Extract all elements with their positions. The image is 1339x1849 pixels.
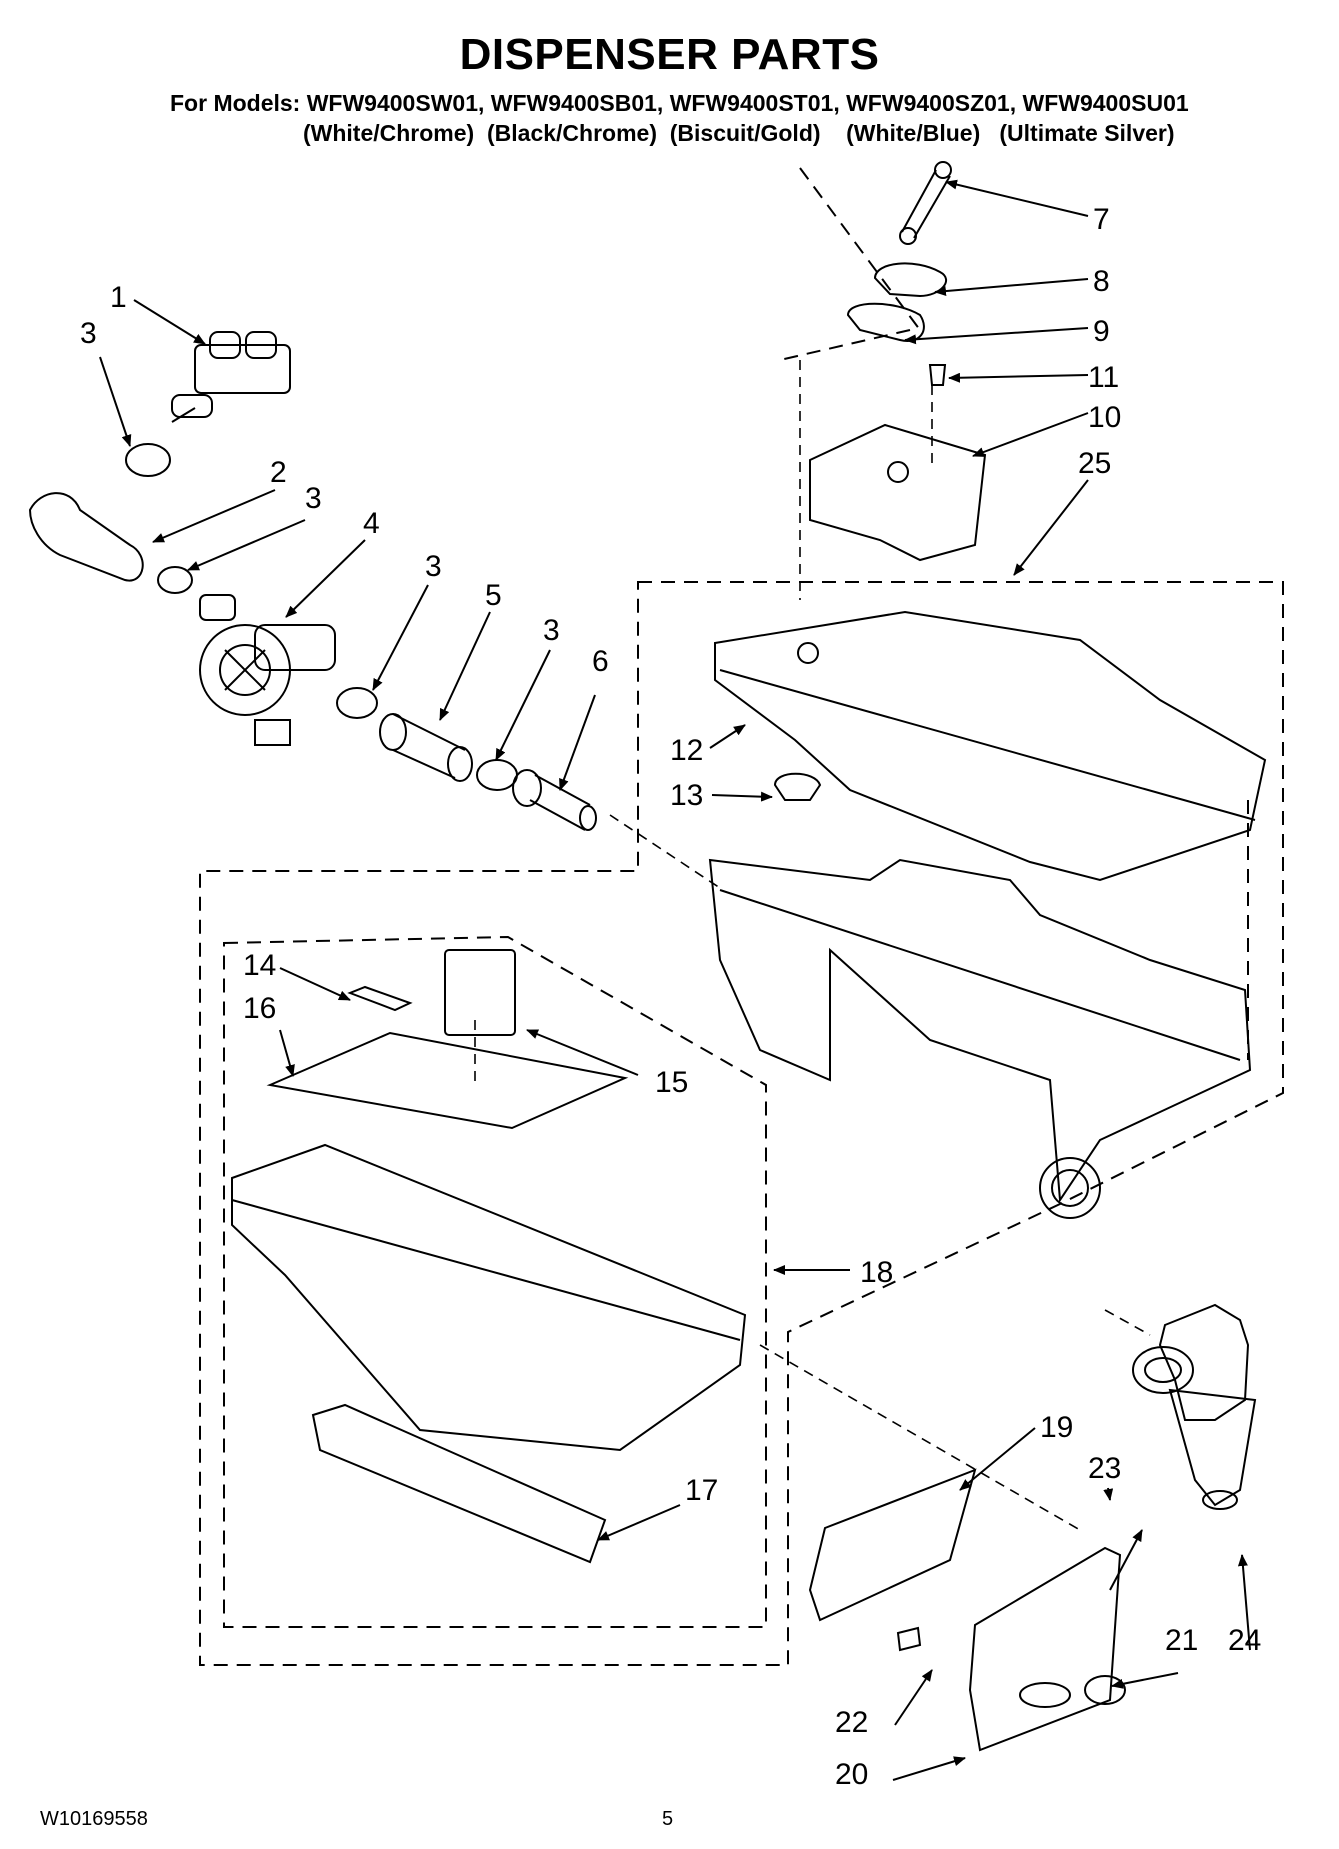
hose-tube bbox=[379, 713, 473, 782]
callout-3: 3 bbox=[425, 550, 442, 583]
handle-badge bbox=[1084, 1675, 1126, 1705]
document-number: W10169558 bbox=[40, 1808, 148, 1830]
callout-20: 20 bbox=[835, 1758, 868, 1791]
callout-22: 22 bbox=[835, 1706, 868, 1739]
callout-3: 3 bbox=[305, 482, 322, 515]
dispenser-handle bbox=[968, 1546, 1122, 1752]
mounting-bracket bbox=[808, 1468, 977, 1622]
actuator-housing bbox=[809, 423, 987, 562]
callout-6: 6 bbox=[592, 645, 609, 678]
callout-17: 17 bbox=[685, 1474, 718, 1507]
callout-18: 18 bbox=[860, 1256, 893, 1289]
callout-12: 12 bbox=[670, 734, 703, 767]
callout-14: 14 bbox=[243, 949, 276, 982]
lever-arm bbox=[899, 161, 952, 245]
siphon-cap bbox=[773, 772, 822, 801]
callout-23: 23 bbox=[1088, 1452, 1121, 1485]
tray-insert bbox=[444, 949, 516, 1036]
callout-24: 24 bbox=[1228, 1624, 1261, 1657]
bellows bbox=[1158, 1303, 1250, 1421]
callout-8: 8 bbox=[1093, 265, 1110, 298]
assembly-25-boundary bbox=[199, 581, 1284, 1666]
screw bbox=[928, 364, 947, 386]
callout-5: 5 bbox=[485, 579, 502, 612]
page-number: 5 bbox=[662, 1808, 674, 1830]
bracket-screw bbox=[896, 1626, 922, 1652]
assembly-18-boundary bbox=[223, 935, 767, 1628]
callout-7: 7 bbox=[1093, 203, 1110, 236]
callout-10: 10 bbox=[1088, 401, 1121, 434]
callout-9: 9 bbox=[1093, 315, 1110, 348]
callout-labels: 1 3 2 3 4 3 5 3 6 7 8 9 11 10 25 12 13 1… bbox=[80, 203, 1261, 1791]
callout-25: 25 bbox=[1078, 447, 1111, 480]
callout-13: 13 bbox=[670, 779, 703, 812]
tray-lid bbox=[266, 1031, 629, 1130]
callout-3: 3 bbox=[80, 317, 97, 350]
hose-clamp bbox=[125, 443, 171, 477]
callout-16: 16 bbox=[243, 992, 276, 1025]
nozzle-tube bbox=[512, 769, 597, 831]
callout-4: 4 bbox=[363, 507, 380, 540]
cam-plate bbox=[873, 262, 948, 298]
inlet-hose bbox=[28, 492, 144, 582]
colors-line: (White/Chrome) (Black/Chrome) (Biscuit/G… bbox=[303, 120, 1175, 146]
callout-15: 15 bbox=[655, 1066, 688, 1099]
dispenser-cover bbox=[714, 610, 1267, 882]
callout-19: 19 bbox=[1040, 1411, 1073, 1444]
callout-11: 11 bbox=[1088, 361, 1119, 394]
tray-handle bbox=[311, 1403, 607, 1564]
models-line: For Models: WFW9400SW01, WFW9400SB01, WF… bbox=[170, 90, 1189, 116]
callout-2: 2 bbox=[270, 456, 287, 489]
water-valve bbox=[171, 331, 291, 423]
callout-3: 3 bbox=[543, 614, 560, 647]
dispenser-housing bbox=[708, 858, 1252, 1203]
page-title: DISPENSER PARTS bbox=[459, 30, 880, 79]
grommet bbox=[1132, 1346, 1194, 1394]
callout-1: 1 bbox=[110, 281, 127, 314]
dispenser-tray bbox=[231, 1143, 747, 1452]
vacuum-break bbox=[199, 594, 336, 746]
callout-21: 21 bbox=[1165, 1624, 1198, 1657]
